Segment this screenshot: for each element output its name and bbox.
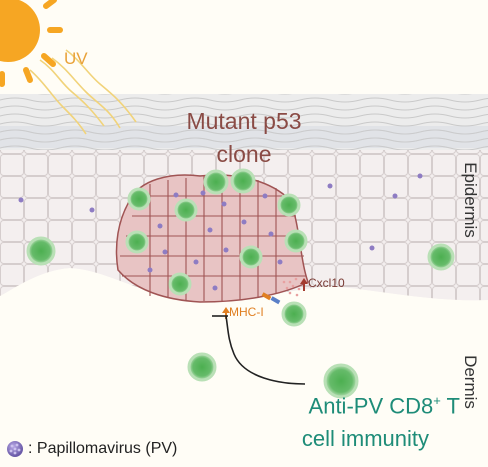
- uv-ray-icon: [29, 49, 137, 135]
- mhc-label: MHC-I: [229, 305, 264, 319]
- epidermis-label-text: Epidermis: [461, 162, 480, 238]
- cxcl-up-arrow-icon: [300, 278, 308, 291]
- virus-particle-icon: [18, 173, 423, 291]
- cxcl10-label: Cxcl10: [308, 276, 345, 290]
- tcell-label-main: Anti-PV CD8: [308, 393, 434, 419]
- virus-legend-icon: [7, 441, 23, 457]
- legend-label: : Papillomavirus (PV): [28, 440, 178, 457]
- mutant-clone: [115, 174, 309, 303]
- cxcl10-signal: [282, 277, 308, 297]
- inhibition-arrow-icon: [212, 315, 306, 385]
- epidermis-label: Epidermis: [458, 148, 482, 252]
- tcell-label-t: T: [440, 393, 460, 419]
- sun-icon: [0, 0, 63, 87]
- uv-label: UV: [64, 49, 88, 68]
- clone-label-line2: clone: [216, 141, 272, 167]
- receptor-icon: [222, 292, 281, 319]
- clone-label-line1: Mutant p53: [186, 108, 302, 134]
- legend: : Papillomavirus (PV): [6, 440, 177, 458]
- t-cell-icon: [26, 168, 455, 399]
- tcell-label-line1: Anti-PV CD8+ T: [0, 393, 488, 419]
- tcell-label-sup: +: [433, 393, 441, 408]
- tcell-label-line2: cell immunity: [301, 426, 429, 451]
